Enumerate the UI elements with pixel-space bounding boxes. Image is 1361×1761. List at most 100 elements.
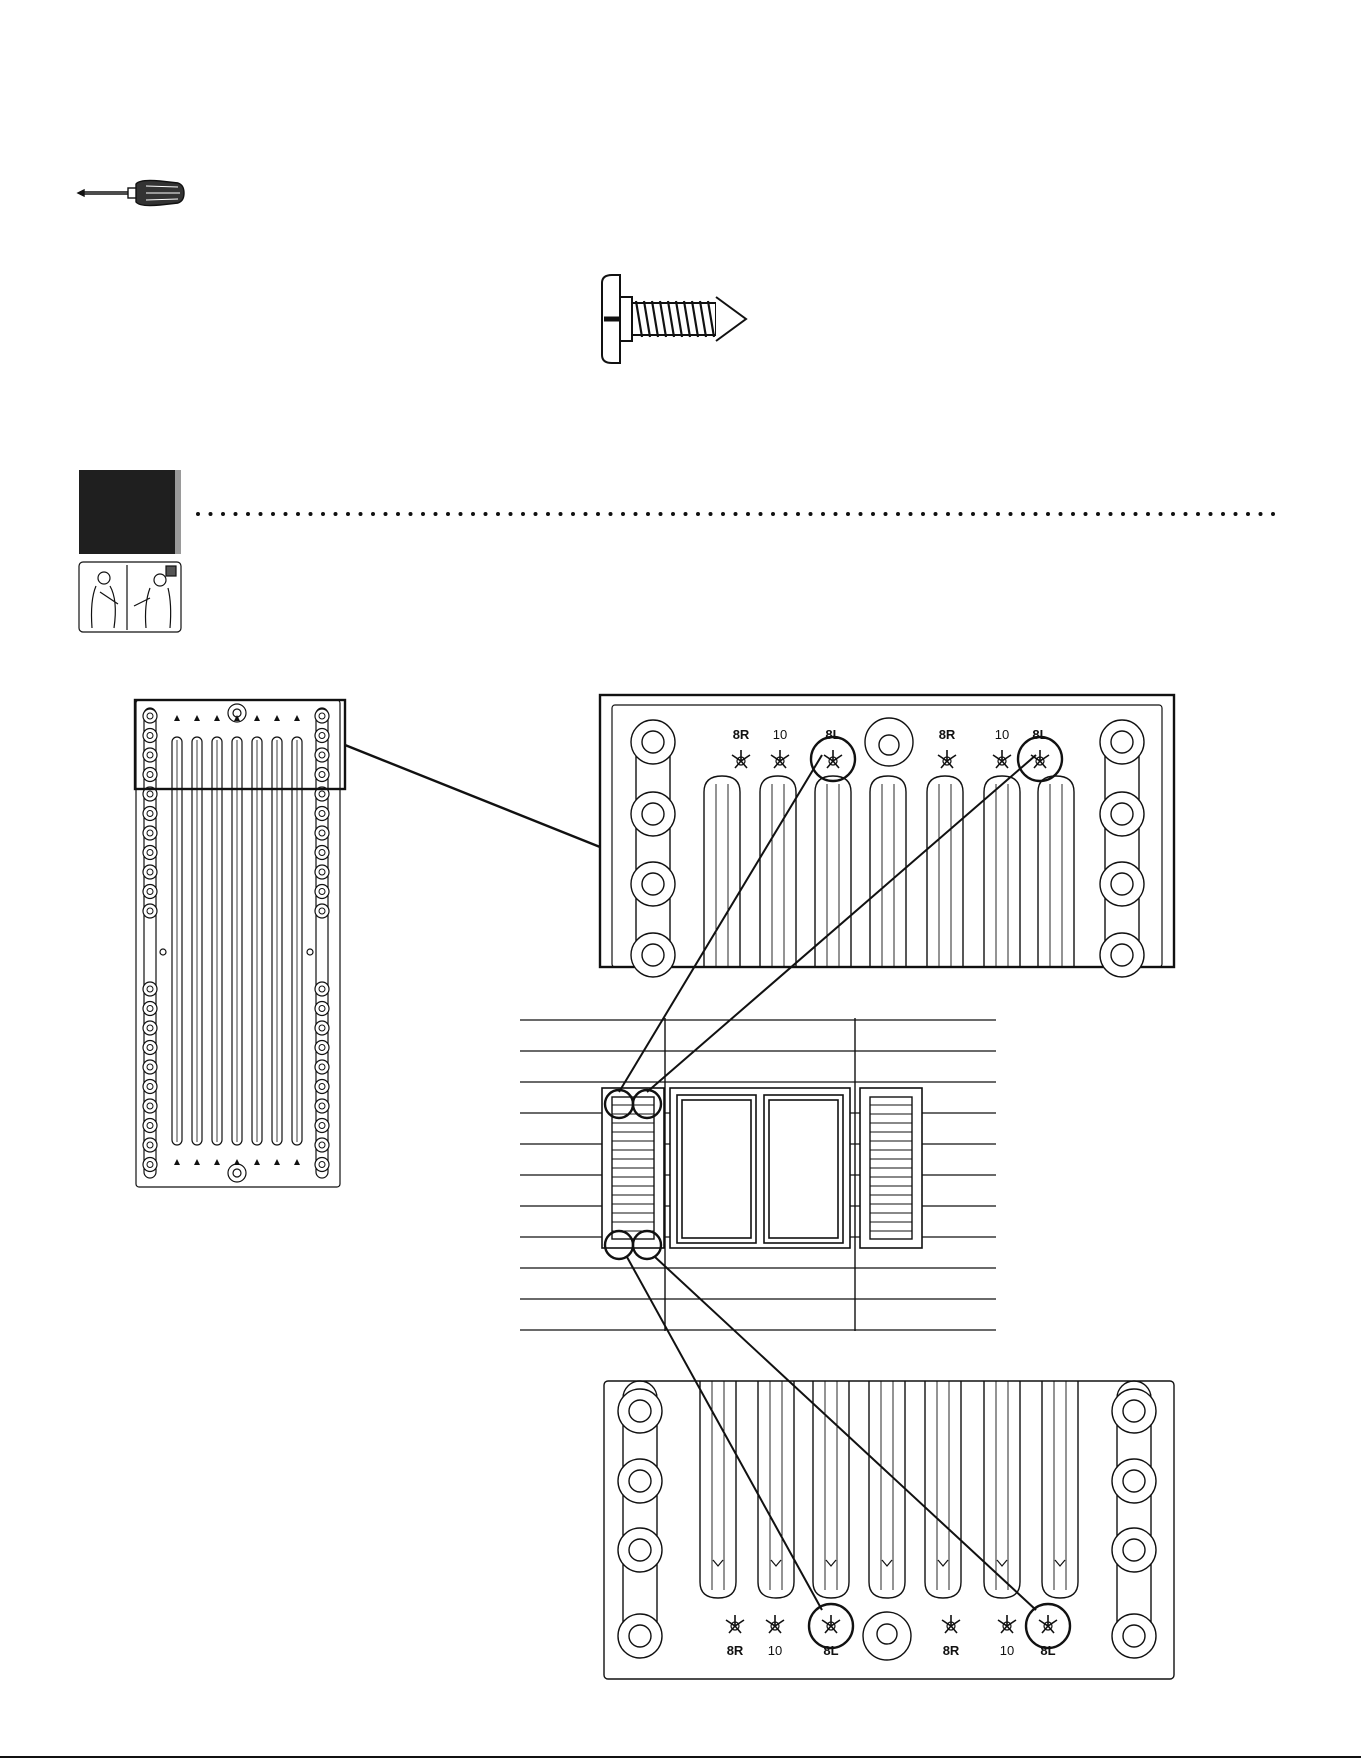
leader-dot bbox=[846, 512, 850, 516]
leader-dot bbox=[1271, 512, 1275, 516]
label-8r-1: 8R bbox=[733, 727, 750, 742]
leader-dot bbox=[346, 512, 350, 516]
rail-knob bbox=[143, 1041, 157, 1055]
full-panel-overview bbox=[135, 700, 600, 1187]
rail-knob bbox=[315, 768, 329, 782]
leader-dot bbox=[746, 512, 750, 516]
rail-knob bbox=[143, 1002, 157, 1016]
callout-line bbox=[345, 745, 600, 847]
rail-knob bbox=[315, 1099, 329, 1113]
leader-dot bbox=[1184, 512, 1188, 516]
leader-dot bbox=[809, 512, 813, 516]
rail-knob bbox=[315, 748, 329, 762]
leader-dot bbox=[671, 512, 675, 516]
leader-dot bbox=[534, 512, 538, 516]
rail-knob bbox=[315, 1060, 329, 1074]
leader-dot bbox=[971, 512, 975, 516]
rail-knob bbox=[1100, 862, 1144, 906]
leader-dot bbox=[921, 512, 925, 516]
rail-knob bbox=[618, 1459, 662, 1503]
leader-dot bbox=[559, 512, 563, 516]
label-10-2: 10 bbox=[995, 727, 1009, 742]
leader-dot bbox=[1009, 512, 1013, 516]
rail-knob bbox=[1112, 1614, 1156, 1658]
rail-knob bbox=[143, 807, 157, 821]
rail-knob bbox=[315, 709, 329, 723]
detail-bottom: 8R 10 8L 8R 10 8L bbox=[604, 1381, 1174, 1679]
leader-dot bbox=[1234, 512, 1238, 516]
leader-dot bbox=[1121, 512, 1125, 516]
rail-knob bbox=[1112, 1389, 1156, 1433]
two-person-assembly-icon bbox=[79, 562, 181, 632]
label-8l-2: 8L bbox=[1032, 727, 1047, 742]
rail-knob bbox=[143, 1080, 157, 1094]
rail-knob bbox=[143, 709, 157, 723]
leader-dot bbox=[309, 512, 313, 516]
leader-dot bbox=[321, 512, 325, 516]
rail-knob bbox=[143, 885, 157, 899]
label-8r-3: 8R bbox=[727, 1643, 744, 1658]
leader-dot bbox=[434, 512, 438, 516]
window bbox=[670, 1088, 850, 1248]
rail-knob bbox=[618, 1614, 662, 1658]
rail-knob bbox=[315, 826, 329, 840]
rail-knob bbox=[315, 982, 329, 996]
rail-knob bbox=[315, 729, 329, 743]
leader-dot bbox=[1209, 512, 1213, 516]
leader-dot bbox=[609, 512, 613, 516]
leader-dot bbox=[546, 512, 550, 516]
dot-leader bbox=[196, 512, 1275, 516]
rail-knob bbox=[618, 1389, 662, 1433]
leader-dot bbox=[771, 512, 775, 516]
leader-dot bbox=[784, 512, 788, 516]
leader-dot bbox=[1021, 512, 1025, 516]
rail-knob bbox=[143, 982, 157, 996]
rail-knob bbox=[631, 862, 675, 906]
leader-dot bbox=[759, 512, 763, 516]
leader-dot bbox=[509, 512, 513, 516]
leader-dot bbox=[959, 512, 963, 516]
leader-dot bbox=[821, 512, 825, 516]
leader-dot bbox=[1059, 512, 1063, 516]
leader-dot bbox=[984, 512, 988, 516]
label-10-1: 10 bbox=[773, 727, 787, 742]
rail-knob bbox=[143, 1158, 157, 1172]
leader-dot bbox=[871, 512, 875, 516]
leader-dot bbox=[884, 512, 888, 516]
leader-dot bbox=[1096, 512, 1100, 516]
leader-dot bbox=[1196, 512, 1200, 516]
leader-dot bbox=[634, 512, 638, 516]
leader-dot bbox=[246, 512, 250, 516]
rail-knob bbox=[631, 933, 675, 977]
leader-dot bbox=[684, 512, 688, 516]
rail-knob bbox=[143, 904, 157, 918]
leader-dot bbox=[946, 512, 950, 516]
rail-knob bbox=[1100, 720, 1144, 764]
rail-knob bbox=[143, 826, 157, 840]
rail-knob bbox=[143, 1099, 157, 1113]
step-number-block bbox=[79, 470, 181, 554]
rail-knob bbox=[315, 1138, 329, 1152]
leader-dot bbox=[271, 512, 275, 516]
leader-dot bbox=[1034, 512, 1038, 516]
leader-dot bbox=[734, 512, 738, 516]
rail-knob bbox=[1100, 933, 1144, 977]
rail-knob bbox=[618, 1528, 662, 1572]
leader-dot bbox=[584, 512, 588, 516]
leader-dot bbox=[421, 512, 425, 516]
rail-knob bbox=[315, 1021, 329, 1035]
rail-knob bbox=[315, 865, 329, 879]
rail-knob bbox=[143, 1138, 157, 1152]
rail-knob bbox=[1112, 1528, 1156, 1572]
rail-knob bbox=[315, 1002, 329, 1016]
rail-knob bbox=[631, 720, 675, 764]
leader-dot bbox=[721, 512, 725, 516]
leader-dot bbox=[596, 512, 600, 516]
leader-dot bbox=[1046, 512, 1050, 516]
leader-dot bbox=[1221, 512, 1225, 516]
rail-knob bbox=[143, 748, 157, 762]
pan-head-screw-icon bbox=[602, 275, 746, 363]
leader-dot bbox=[696, 512, 700, 516]
leader-dot bbox=[1071, 512, 1075, 516]
leader-dot bbox=[1159, 512, 1163, 516]
